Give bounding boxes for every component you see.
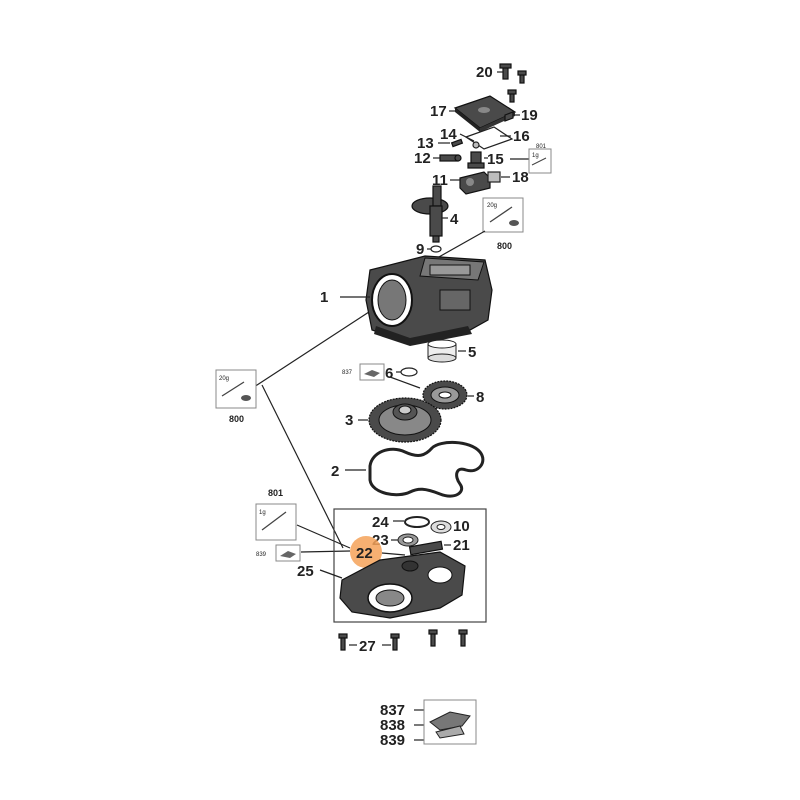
kit-839-box-small[interactable] [275,544,301,562]
kit-800-label-left: 800 [229,414,244,424]
kit-800-box-left[interactable]: 20g [215,369,257,409]
seal-23[interactable] [397,533,419,547]
kit-837-label[interactable]: 837 [380,702,405,719]
gasket-2[interactable] [368,441,485,498]
callout-5[interactable]: 5 [468,344,476,361]
lever-assembly-11[interactable] [459,171,491,195]
svg-text:1g: 1g [259,510,266,516]
shaft-21[interactable] [408,540,444,556]
callout-13[interactable]: 13 [417,135,434,152]
kit-837-839-box[interactable] [423,699,477,745]
callout-10[interactable]: 10 [453,518,470,535]
kit-837-label-small: 837 [342,370,353,376]
callout-14[interactable]: 14 [440,126,457,143]
gear-housing-1[interactable] [365,255,493,346]
callout-21[interactable]: 21 [453,537,470,554]
kit-839-label[interactable]: 839 [380,732,405,749]
kit-838-label[interactable]: 838 [380,717,405,734]
kit-801-box-left[interactable]: 1g [255,503,297,541]
callout-3[interactable]: 3 [345,412,353,429]
callout-8[interactable]: 8 [476,389,484,406]
spring-14[interactable] [472,141,480,149]
pad-18[interactable] [487,171,501,183]
callout-27[interactable]: 27 [359,638,376,655]
screws-27[interactable] [338,629,468,651]
kit-801-label-left: 801 [268,488,283,498]
kit-800-label-top: 800 [497,241,512,251]
kit-800-box-top[interactable]: 20g [482,197,524,233]
kit-801-box-top[interactable]: 1g 801 [528,144,552,174]
svg-text:801: 801 [536,144,547,150]
svg-text:1g: 1g [532,153,539,159]
callout-12[interactable]: 12 [414,150,431,167]
gear-8[interactable] [422,380,468,410]
gear-3[interactable] [368,397,442,443]
callout-17[interactable]: 17 [430,103,447,120]
callout-22[interactable]: 22 [356,545,373,562]
circlip-24[interactable] [404,516,430,528]
bushing-5[interactable] [427,339,457,363]
clip-19[interactable] [504,111,514,122]
callout-18[interactable]: 18 [512,169,529,186]
callout-16[interactable]: 16 [513,128,530,145]
svg-text:20g: 20g [487,203,497,209]
callout-2[interactable]: 2 [331,463,339,480]
callout-25[interactable]: 25 [297,563,314,580]
screw-20-group[interactable] [499,63,527,103]
cover-plate-17[interactable] [453,95,517,132]
pin-12[interactable] [439,154,462,162]
screw-13[interactable] [450,138,464,148]
ring-6[interactable] [400,367,418,377]
callout-22-highlight[interactable]: 22 [350,536,382,568]
bearing-10[interactable] [430,520,452,534]
valve-15[interactable] [467,151,485,169]
ring-9[interactable] [430,245,442,253]
callout-6[interactable]: 6 [385,365,393,382]
kit-839-label-small: 839 [256,552,267,558]
gear-cover-25[interactable] [339,551,466,619]
callout-19[interactable]: 19 [521,107,538,124]
callout-4[interactable]: 4 [450,211,459,228]
callout-11[interactable]: 11 [432,172,448,189]
callout-15[interactable]: 15 [487,151,504,168]
callout-24[interactable]: 24 [372,514,389,531]
kit-837-box-small[interactable] [359,363,385,381]
callout-1[interactable]: 1 [320,289,328,306]
callout-9[interactable]: 9 [416,241,424,258]
callout-20[interactable]: 20 [476,64,493,81]
crank-shaft-4[interactable] [411,185,449,243]
lower-assembly-frame [333,508,487,623]
svg-text:20g: 20g [219,376,229,382]
